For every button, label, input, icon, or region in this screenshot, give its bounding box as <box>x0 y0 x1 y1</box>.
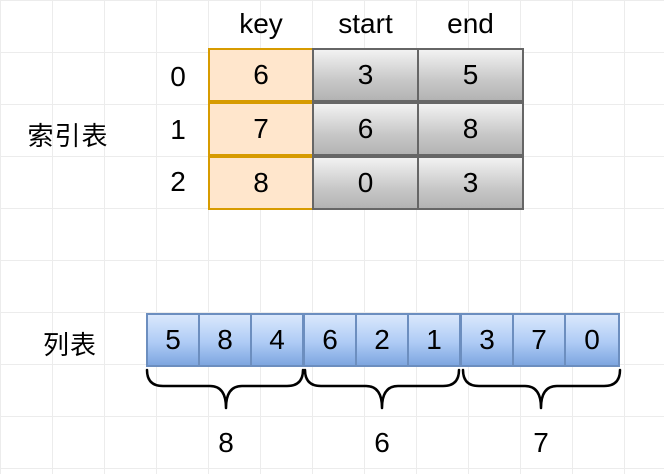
group-label-2: 7 <box>533 427 549 458</box>
list-cell: 0 <box>564 313 620 367</box>
list-cell: 2 <box>355 313 409 367</box>
key-cell: 8 <box>208 156 314 210</box>
brace-group-1 <box>303 368 461 410</box>
index-table-title: 索引表 <box>27 122 109 152</box>
header-start: start <box>338 8 393 39</box>
row-label-2: 2 <box>170 166 186 197</box>
group-label-0: 8 <box>218 427 234 458</box>
start-cell: 0 <box>312 156 419 210</box>
list-cell: 5 <box>146 313 200 367</box>
index-table: 6 3 5 7 6 8 8 0 3 <box>208 48 524 210</box>
header-end: end <box>447 8 494 39</box>
brace-group-0 <box>145 368 305 410</box>
key-cell: 7 <box>208 102 314 156</box>
end-cell: 3 <box>417 156 524 210</box>
group-label-1: 6 <box>374 427 390 458</box>
end-cell: 5 <box>417 48 524 102</box>
list-title: 列表 <box>42 331 97 361</box>
row-label-0: 0 <box>170 61 186 92</box>
start-cell: 6 <box>312 102 419 156</box>
list-cell: 4 <box>250 313 304 367</box>
brace-group-2 <box>461 368 622 410</box>
end-cell: 8 <box>417 102 524 156</box>
start-cell: 3 <box>312 48 419 102</box>
list-cell: 1 <box>407 313 461 367</box>
key-cell: 6 <box>208 48 314 102</box>
header-key: key <box>239 8 283 39</box>
row-label-1: 1 <box>170 114 186 145</box>
list-array: 5 8 4 6 2 1 3 7 0 <box>146 313 622 367</box>
